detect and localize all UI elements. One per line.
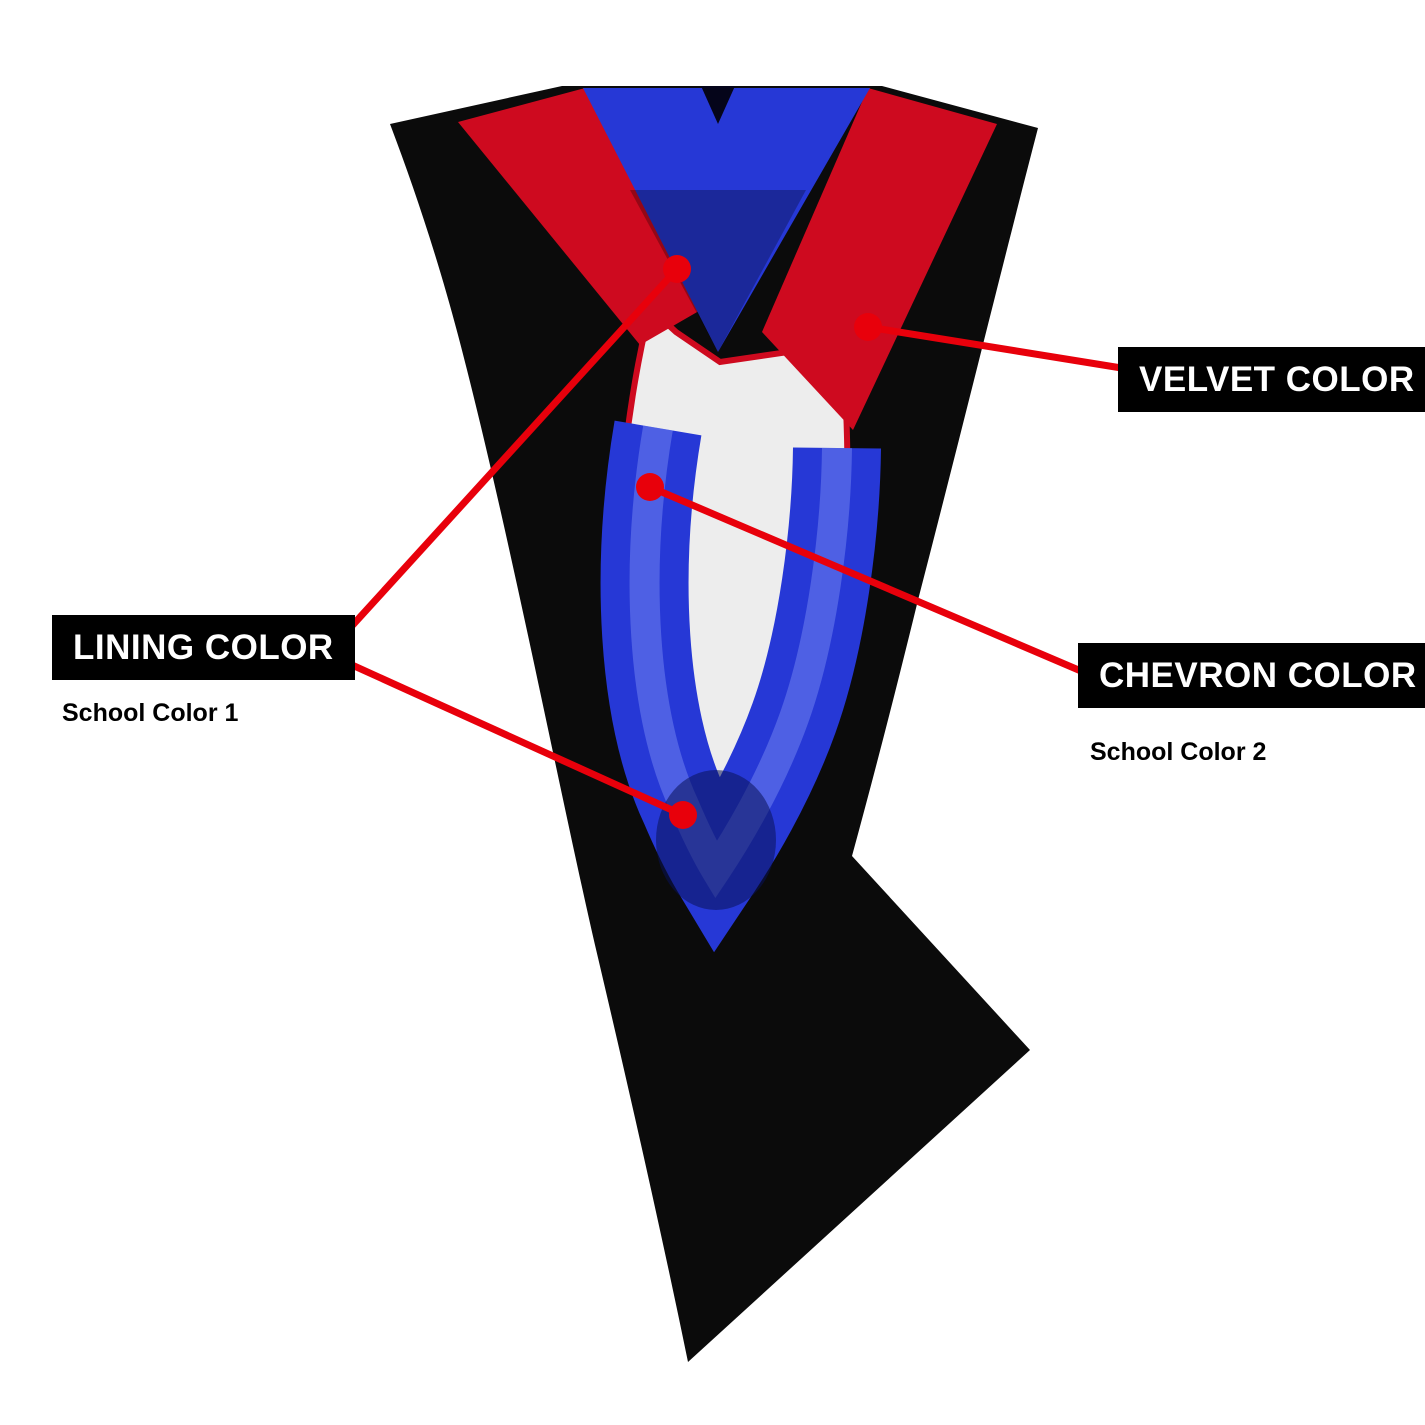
velvet-color-label: VELVET COLOR — [1118, 347, 1425, 412]
annotation-line-lining-bottom — [328, 651, 685, 819]
neckband — [583, 88, 870, 352]
neckband-shade — [630, 190, 806, 352]
annotation-line-velvet — [867, 323, 1141, 375]
annotation-line-lining-top — [327, 266, 680, 653]
velvet-trim-left — [458, 88, 718, 345]
annotation-dot-lining-bottom — [669, 801, 697, 829]
annotation-dot-lining-top — [663, 255, 691, 283]
hood-lining-shadow — [656, 770, 776, 910]
chevron-color-sublabel: School Color 2 — [1090, 738, 1267, 766]
neckband-notch — [701, 86, 735, 124]
chevron-color-label: CHEVRON COLOR — [1078, 643, 1425, 708]
annotation-dot-chevron — [636, 473, 664, 501]
velvet-trim-right — [762, 88, 997, 430]
lining-color-label: LINING COLOR — [52, 615, 355, 680]
annotation-dot-velvet — [854, 313, 882, 341]
annotation-line-chevron — [648, 483, 1097, 681]
lining-color-sublabel: School Color 1 — [62, 699, 239, 727]
